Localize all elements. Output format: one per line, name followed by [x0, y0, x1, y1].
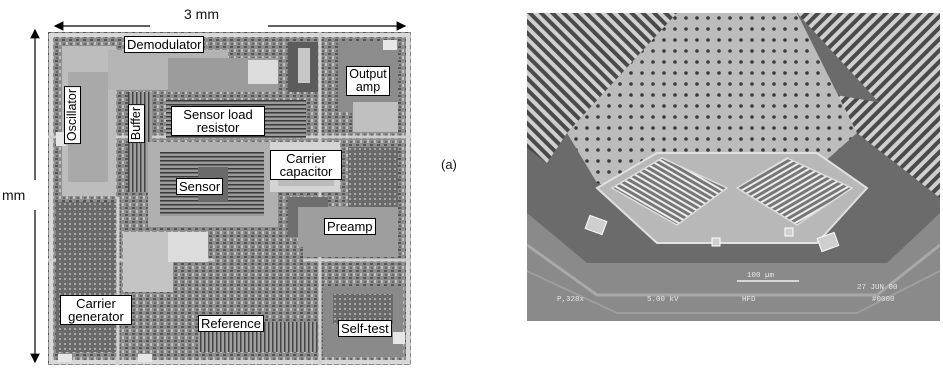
sem-mode: HFD: [742, 296, 756, 304]
sem-scale-bar-text: 100 µm: [747, 272, 775, 280]
sem-date: 27 JUN 00: [857, 284, 898, 292]
label-buffer: Buffer: [128, 104, 145, 144]
label-carrier-generator: Carrier generator: [60, 295, 132, 325]
label-self-test: Self-test: [338, 320, 392, 337]
label-output-amp: Output amp: [346, 66, 390, 96]
dimension-height-label: mm: [2, 187, 26, 203]
dimension-arrows: [30, 21, 407, 364]
dimension-width-label: 3 mm: [184, 6, 219, 22]
sem-id: #0000: [872, 296, 895, 304]
label-sensor: Sensor: [176, 178, 224, 195]
chip-die-photo: Demodulator Output amp Oscillator Buffer…: [48, 32, 411, 365]
label-oscillator: Oscillator: [64, 86, 81, 145]
label-reference: Reference: [198, 315, 264, 332]
sem-voltage: 5.00 kV: [647, 296, 679, 304]
sem-micrograph: 100 µm P,328x 5.00 kV HFD 27 JUN 00 #000…: [527, 13, 940, 321]
label-demodulator: Demodulator: [124, 36, 205, 53]
sem-image: 100 µm P,328x 5.00 kV HFD 27 JUN 00 #000…: [527, 13, 940, 321]
sem-magnification: P,328x: [557, 296, 585, 304]
panel-label: (a): [441, 157, 457, 172]
label-carrier-capacitor: Carrier capacitor: [270, 150, 342, 180]
label-preamp: Preamp: [324, 218, 376, 235]
label-sensor-load-resistor: Sensor load resistor: [171, 106, 265, 136]
